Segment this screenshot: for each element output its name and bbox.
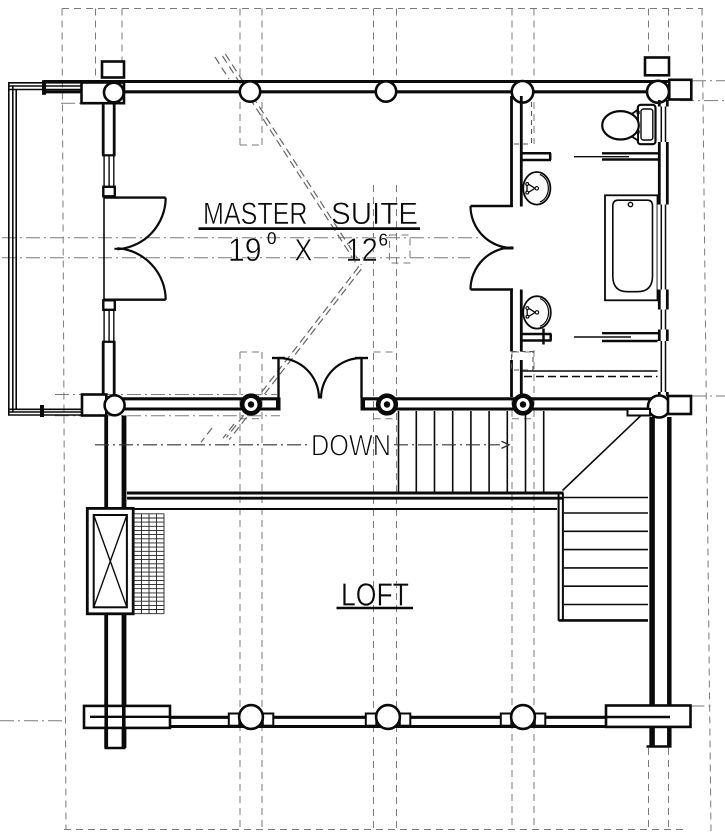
svg-text:X: X [295,232,313,267]
svg-text:12: 12 [346,231,378,268]
svg-text:0: 0 [267,229,276,248]
svg-text:19: 19 [228,231,262,268]
svg-text:SUITE: SUITE [331,196,418,231]
svg-text:DOWN: DOWN [311,430,391,463]
svg-text:6: 6 [379,231,388,250]
svg-text:MASTER: MASTER [203,196,308,231]
svg-text:LOFT: LOFT [341,577,409,613]
